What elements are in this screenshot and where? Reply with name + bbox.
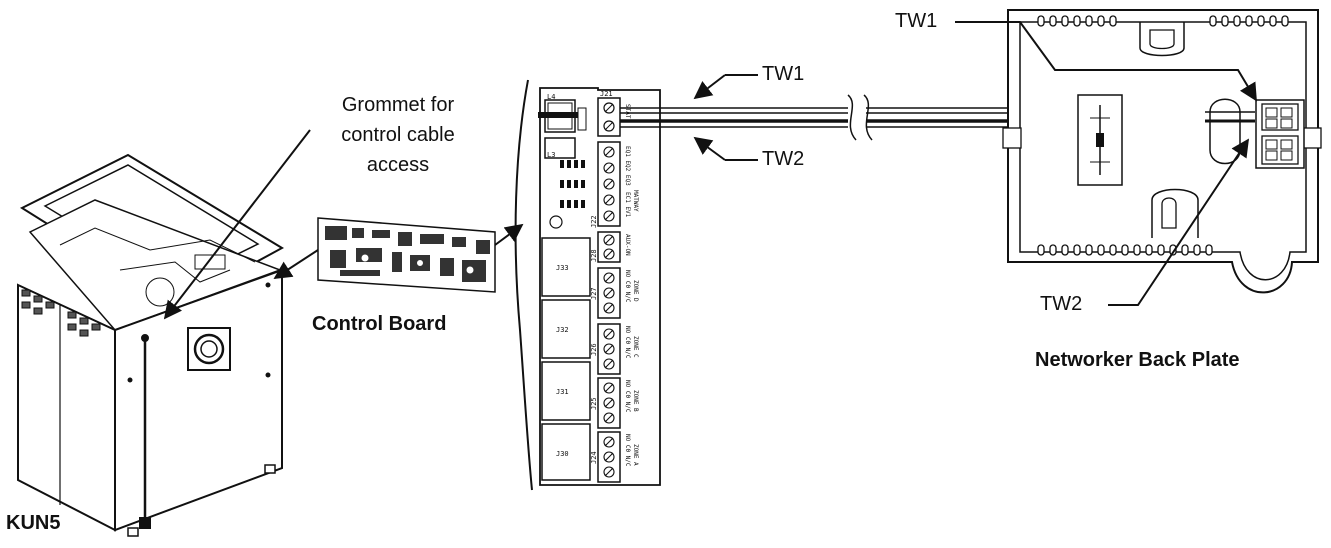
connector-j26-label: J26	[590, 343, 598, 356]
relay-j32-label: J32	[556, 326, 569, 334]
networker-back-plate	[1002, 9, 1322, 294]
terminal-eq-text: EQ1 EQ2 EQ3	[624, 146, 631, 186]
connector-j22-label: J22	[590, 215, 598, 228]
connector-j24-label: J24	[590, 451, 598, 464]
terminal-matway-text: MATWAY	[632, 190, 639, 212]
connector-j25-label: J25	[590, 397, 598, 410]
zone-d-terminals: NO C0 N/C	[624, 270, 631, 303]
boiler-to-board-arrow	[273, 249, 319, 279]
relay-j30	[541, 423, 591, 481]
zone-c-label: ZONE C	[632, 336, 639, 358]
tw2-plate-leader	[1108, 138, 1249, 306]
boiler-unit	[17, 153, 285, 537]
back-plate-label: Networker Back Plate	[1035, 349, 1240, 371]
inductor-l3-label: L3	[547, 151, 555, 159]
board-to-detail-arrow	[494, 223, 524, 246]
grommet-leader	[163, 129, 311, 320]
boiler-right-face	[114, 268, 283, 532]
tw2-plate-label: TW2	[1040, 293, 1083, 315]
terminal-stat-text: STAT	[624, 104, 631, 119]
grommet-line-1: Grommet for	[341, 94, 455, 116]
zone-b-label: ZONE B	[632, 390, 639, 412]
zone-d-label: ZONE D	[632, 280, 639, 302]
terminal-ec-text: EC1 EV1	[624, 192, 631, 218]
relay-j30-label: J30	[556, 450, 569, 458]
connector-j28-label: J28	[590, 249, 598, 262]
zone-a-terminals: NO C0 N/C	[624, 434, 631, 467]
relay-j31	[541, 361, 591, 421]
zone-c-terminals: NO C0 N/C	[624, 326, 631, 359]
board-detail: L4 L3 J21 STAT J22 EQ1 EQ2 EQ3 EC1 EV	[514, 79, 661, 491]
zone-b-terminals: NO C0 N/C	[624, 380, 631, 413]
connector-j21-label: J21	[600, 90, 613, 98]
thermostat-cable	[620, 94, 1015, 141]
grommet-callout: Grommet for control cable access	[318, 90, 478, 180]
tw1-plate-leader	[955, 21, 1257, 102]
tw2-board-arrow	[693, 136, 726, 161]
tw2-board-label: TW2	[762, 148, 805, 170]
relay-j32	[541, 299, 591, 359]
control-board-thumbnail	[317, 217, 496, 293]
tw1-board-label: TW1	[762, 63, 805, 85]
control-board-label: Control Board	[312, 313, 447, 335]
tw1-plate-label: TW1	[895, 10, 938, 32]
relay-j33-label: J33	[556, 264, 569, 272]
inductor-l3	[544, 137, 576, 159]
boiler-label: KUN5	[6, 512, 61, 534]
zone-a-label: ZONE A	[632, 444, 639, 466]
grommet-line-2: control cable	[341, 124, 455, 146]
relay-j31-label: J31	[556, 388, 569, 396]
inductor-l4-label: L4	[547, 93, 555, 101]
connector-j27-label: J27	[590, 287, 598, 300]
boiler-left-face	[17, 283, 116, 532]
terminal-aux-text: AUX-ON	[624, 234, 631, 256]
tw1-board-arrow	[693, 74, 726, 100]
relay-j33	[541, 237, 591, 297]
grommet-line-3: access	[366, 154, 430, 176]
